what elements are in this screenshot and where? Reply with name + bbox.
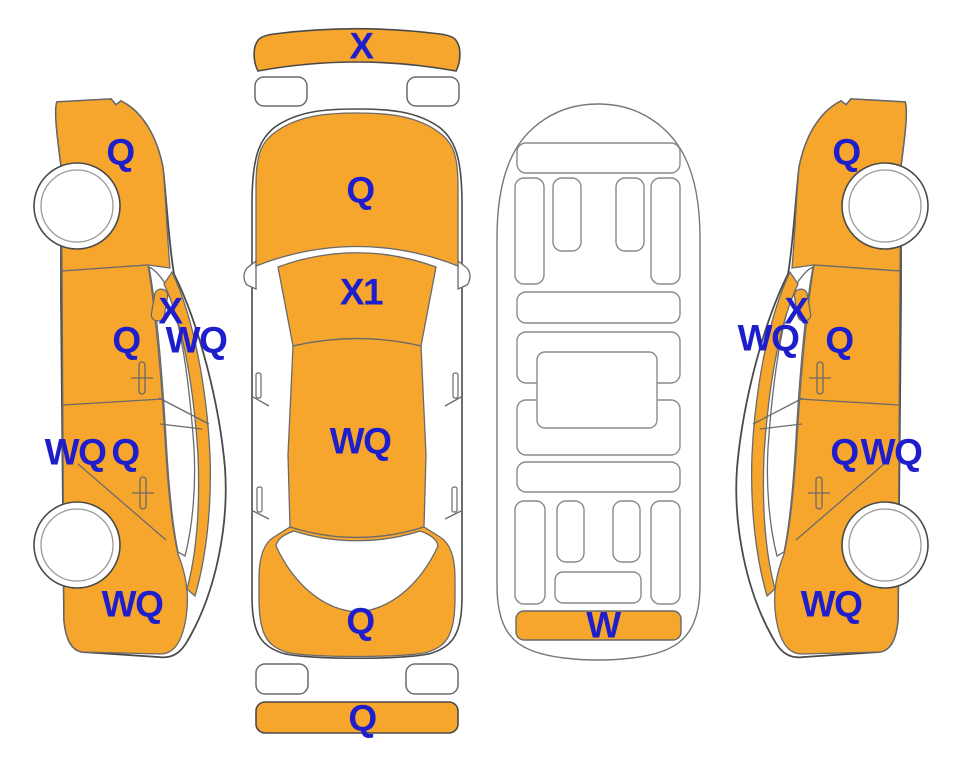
front-bumper-panel[interactable] xyxy=(253,27,461,72)
damage-code: WQ xyxy=(860,431,923,473)
damage-code: WQ xyxy=(800,583,863,625)
rear-bumper-panel[interactable] xyxy=(255,701,459,734)
underbody-segment[interactable] xyxy=(556,500,585,563)
underbody-segment[interactable] xyxy=(514,500,546,605)
headlight-right[interactable] xyxy=(406,76,460,107)
damage-code: Q xyxy=(346,169,375,211)
right-side-view[interactable] xyxy=(735,98,929,659)
damage-code: Q xyxy=(111,431,140,473)
underbody-segment[interactable] xyxy=(516,291,681,324)
underbody-segment[interactable] xyxy=(650,500,681,605)
underbody-segment[interactable] xyxy=(615,177,645,252)
underbody-segment[interactable] xyxy=(514,177,545,285)
taillight-right[interactable] xyxy=(405,663,459,695)
underbody-segment[interactable] xyxy=(650,177,681,285)
damage-code: Q xyxy=(106,131,135,173)
mirror-left[interactable] xyxy=(243,259,257,291)
underbody-segment[interactable] xyxy=(552,177,582,252)
rear-underbody-panel[interactable] xyxy=(515,610,682,641)
damage-code: X xyxy=(784,290,809,332)
rear-window[interactable] xyxy=(275,530,439,613)
damage-code: WQ xyxy=(101,583,164,625)
underbody-segment[interactable] xyxy=(516,461,681,493)
underbody-view xyxy=(496,103,701,661)
left-side-view[interactable] xyxy=(33,98,227,659)
damage-code: X xyxy=(349,25,374,67)
door-seam-lines xyxy=(252,396,462,520)
damage-code: WQ xyxy=(737,317,800,359)
underbody-segment[interactable] xyxy=(554,571,642,604)
damage-code: WQ xyxy=(44,431,107,473)
headlight-left[interactable] xyxy=(254,76,308,107)
damage-code: Q xyxy=(825,319,854,361)
damage-code: Q xyxy=(346,600,375,642)
hood-panel[interactable] xyxy=(255,112,459,267)
damage-code: Q xyxy=(112,319,141,361)
damage-code: X1 xyxy=(339,271,384,313)
damage-code: WQ xyxy=(329,420,392,462)
damage-code: W xyxy=(586,604,621,646)
underbody-center-segment[interactable] xyxy=(536,351,658,429)
underbody-segment[interactable] xyxy=(612,500,641,563)
mirror-right[interactable] xyxy=(457,259,471,291)
damage-code: Q xyxy=(348,697,377,739)
damage-code: Q xyxy=(830,431,859,473)
underbody-segment[interactable] xyxy=(516,142,681,174)
door-handles xyxy=(255,372,459,513)
damage-code: WQ xyxy=(165,319,228,361)
damage-code: Q xyxy=(832,131,861,173)
damage-code: X xyxy=(158,290,183,332)
taillight-left[interactable] xyxy=(255,663,309,695)
top-view xyxy=(243,27,471,734)
